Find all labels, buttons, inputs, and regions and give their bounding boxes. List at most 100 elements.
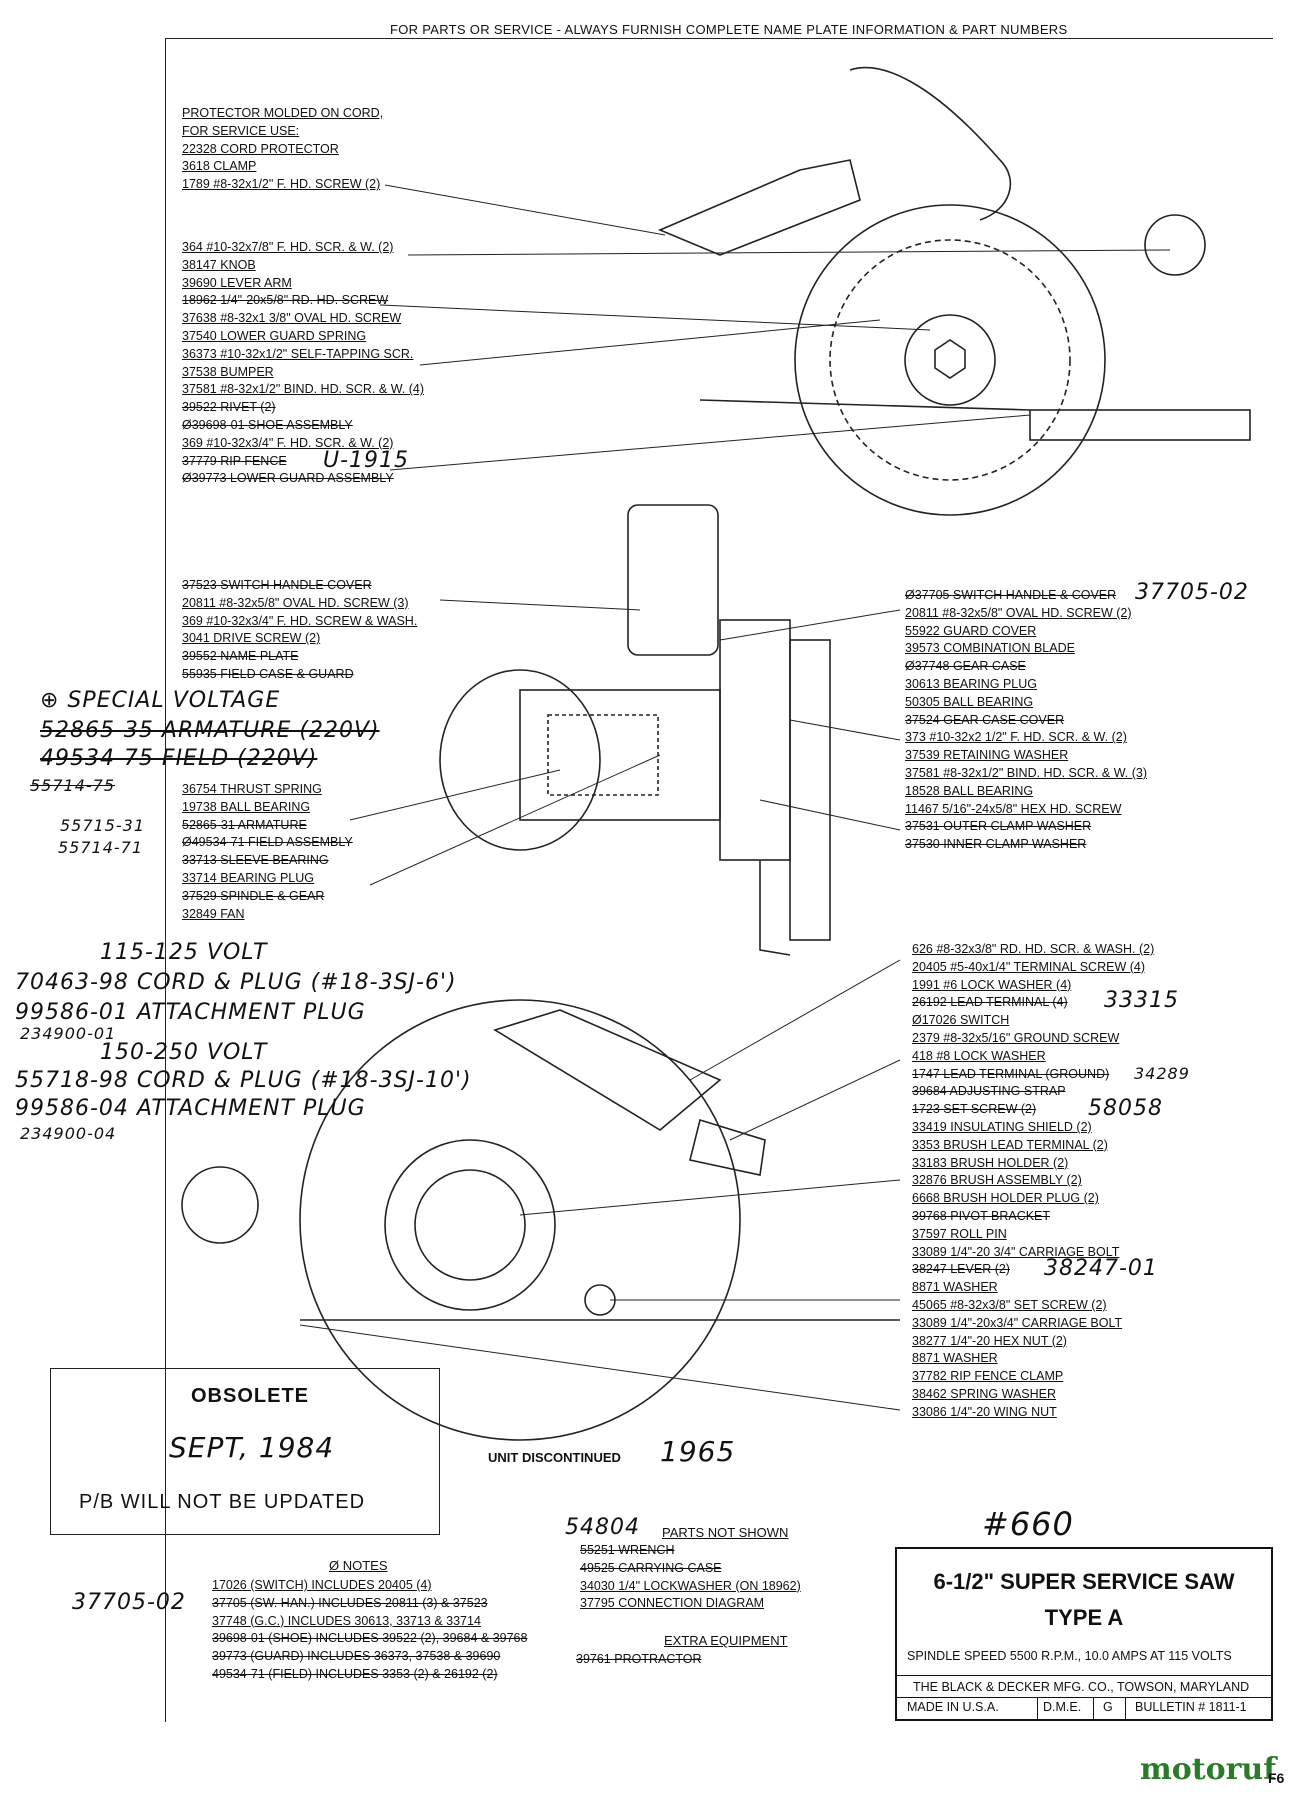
rip-fence-handwritten: U-1915 <box>323 448 410 473</box>
cord-plug-1: 70463-98 CORD & PLUG (#18-3SJ-6') <box>15 970 457 995</box>
parts-list-motor: 36754 THRUST SPRING 19738 BALL BEARING 5… <box>182 782 353 924</box>
dme-code: D.M.E. <box>1043 1700 1082 1714</box>
manufacturer: THE BLACK & DECKER MFG. CO., TOWSON, MAR… <box>913 1680 1250 1694</box>
made-in: MADE IN U.S.A. <box>907 1700 999 1714</box>
part-line: 33713 SLEEVE BEARING <box>182 853 329 868</box>
part-line: PROTECTOR MOLDED ON CORD, <box>182 106 384 120</box>
lever-handwritten: 38247-01 <box>1044 1256 1158 1281</box>
part-line: 1789 #8-32x1/2" F. HD. SCREW (2) <box>182 177 381 192</box>
part-line: 6668 BRUSH HOLDER PLUG (2) <box>912 1191 1099 1206</box>
part-line: 37782 RIP FENCE CLAMP <box>912 1369 1064 1384</box>
upper-guard-outline <box>849 66 1012 221</box>
armature-handwritten: 55715-31 <box>60 816 146 835</box>
part-line: 37523 SWITCH HANDLE COVER <box>182 578 372 592</box>
part-line: 37539 RETAINING WASHER <box>905 748 1069 763</box>
part-line: Ø37705 SWITCH HANDLE & COVER <box>905 588 1117 602</box>
part-line: 18528 BALL BEARING <box>905 783 1034 798</box>
blade-hub-top <box>904 314 996 406</box>
g-code: G <box>1103 1700 1113 1714</box>
parts-list-gear-case: Ø37705 SWITCH HANDLE & COVER 20811 #8-32… <box>905 588 1147 855</box>
note-line: 39698-01 (SHOE) INCLUDES 39522 (2), 3968… <box>212 1631 528 1646</box>
part-line: 369 #10-32x3/4" F. HD. SCREW & WASH. <box>182 613 418 628</box>
part-line: 49525 CARRYING CASE <box>580 1560 722 1575</box>
part-line: 3618 CLAMP <box>182 159 257 174</box>
switch-handle-handwritten: 37705-02 <box>1135 580 1249 605</box>
discontinued-year: 1965 <box>660 1435 736 1468</box>
blade-top <box>829 239 1071 481</box>
extra-equipment-title: EXTRA EQUIPMENT <box>664 1633 788 1648</box>
part-line: 52865-31 ARMATURE <box>182 817 307 832</box>
part-line: 36373 #10-32x1/2" SELF-TAPPING SCR. <box>182 346 414 361</box>
part-line: 50305 BALL BEARING <box>905 694 1034 709</box>
cord-voltage-1: 115-125 VOLT <box>100 940 268 965</box>
part-line: 39690 LEVER ARM <box>182 275 292 290</box>
part-line: 37531 OUTER CLAMP WASHER <box>905 819 1092 834</box>
part-line: 33086 1/4"-20 WING NUT <box>912 1404 1057 1419</box>
attachment-plug-1: 99586-01 ATTACHMENT PLUG <box>15 1000 366 1025</box>
part-line: 33183 BRUSH HOLDER (2) <box>912 1155 1069 1170</box>
note-line: 49534-71 (FIELD) INCLUDES 3353 (2) & 261… <box>212 1666 498 1681</box>
part-line: 55935 FIELD CASE & GUARD <box>182 666 354 681</box>
special-voltage-title: ⊕ SPECIAL VOLTAGE <box>40 688 281 713</box>
product-type: TYPE A <box>1044 1605 1124 1630</box>
part-line: 39761 PROTRACTOR <box>576 1652 702 1666</box>
parts-list-guard: 364 #10-32x7/8" F. HD. SCR. & W. (2) 381… <box>182 240 424 489</box>
motor-end-low <box>384 1139 556 1311</box>
part-line: 32849 FAN <box>182 906 245 921</box>
drawing-frame <box>165 38 1273 1722</box>
parts-list-cord: PROTECTOR MOLDED ON CORD, FOR SERVICE US… <box>182 106 383 195</box>
knob-top <box>1144 214 1206 276</box>
handle-top <box>657 159 861 256</box>
blade-section-mid <box>789 639 831 941</box>
part-line: 37530 INNER CLAMP WASHER <box>905 837 1087 852</box>
part-line: 364 #10-32x7/8" F. HD. SCR. & W. (2) <box>182 240 394 254</box>
part-line: 1723 SET SCREW (2) <box>912 1102 1037 1117</box>
part-line: 45065 #8-32x3/8" SET SCREW (2) <box>912 1297 1107 1312</box>
model-number-handwritten: #660 <box>982 1505 1074 1543</box>
part-line: 22328 CORD PROTECTOR <box>182 141 339 156</box>
obsolete-date: SEPT, 1984 <box>169 1431 335 1464</box>
parts-list-switch-brush: 626 #8-32x3/8" RD. HD. SCR. & WASH. (2) … <box>912 942 1154 1423</box>
part-line: 55922 GUARD COVER <box>905 623 1037 638</box>
special-voltage-extra: 55714-75 <box>30 776 116 795</box>
watermark-logo: motoruf <box>1140 1752 1277 1787</box>
armature-mid <box>547 714 659 796</box>
header-note: FOR PARTS OR SERVICE - ALWAYS FURNISH CO… <box>390 22 1068 37</box>
corner-code: F6 <box>1268 1770 1285 1786</box>
motor-end-mid <box>439 669 601 851</box>
cord-number-1: 234900-01 <box>20 1024 117 1043</box>
product-spec: SPINDLE SPEED 5500 R.P.M., 10.0 AMPS AT … <box>907 1649 1232 1663</box>
part-line: 37538 BUMPER <box>182 364 274 379</box>
parts-not-shown-handwritten: 54804 <box>565 1515 640 1540</box>
set-screw-handwritten: 58058 <box>1088 1096 1163 1121</box>
part-line: 37795 CONNECTION DIAGRAM <box>580 1596 765 1611</box>
cord-number-2: 234900-04 <box>20 1124 117 1143</box>
part-line: 2379 #8-32x5/16" GROUND SCREW <box>912 1030 1120 1045</box>
obsolete-note: P/B WILL NOT BE UPDATED <box>79 1491 366 1513</box>
part-line: 37581 #8-32x1/2" BIND. HD. SCR. & W. (3) <box>905 765 1148 780</box>
part-line: 33419 INSULATING SHIELD (2) <box>912 1119 1092 1134</box>
parts-not-shown-title: PARTS NOT SHOWN <box>662 1525 789 1540</box>
part-line: 39522 RIVET (2) <box>182 400 276 415</box>
part-line: 38277 1/4"-20 HEX NUT (2) <box>912 1333 1067 1348</box>
notes-title: Ø NOTES <box>329 1558 388 1573</box>
notes-list: 17026 (SWITCH) INCLUDES 20405 (4) 37705 … <box>212 1578 527 1685</box>
part-line: 369 #10-32x3/4" F. HD. SCR. & W. (2) <box>182 435 394 450</box>
part-line: 418 #8 LOCK WASHER <box>912 1048 1046 1063</box>
part-line: 39768 PIVOT BRACKET <box>912 1208 1051 1223</box>
part-line: 37779 RIP FENCE <box>182 453 287 468</box>
extra-equipment-list: 39761 PROTRACTOR <box>576 1652 702 1670</box>
part-line: 55251 WRENCH <box>580 1543 675 1557</box>
part-line: 38462 SPRING WASHER <box>912 1386 1057 1401</box>
part-line: 33714 BEARING PLUG <box>182 870 315 885</box>
part-line: 39684 ADJUSTING STRAP <box>912 1084 1066 1099</box>
notes-handwritten: 37705-02 <box>72 1590 186 1615</box>
part-line: Ø39698-01 SHOE ASSEMBLY <box>182 417 353 432</box>
cord-voltage-2: 150-250 VOLT <box>100 1040 268 1065</box>
note-line: 17026 (SWITCH) INCLUDES 20405 (4) <box>212 1578 432 1592</box>
part-line: 37581 #8-32x1/2" BIND. HD. SCR. & W. (4) <box>182 382 425 397</box>
part-line: 3353 BRUSH LEAD TERMINAL (2) <box>912 1137 1108 1152</box>
lead-terminal-handwritten: 33315 <box>1104 988 1179 1013</box>
part-line: 37540 LOWER GUARD SPRING <box>182 328 367 343</box>
